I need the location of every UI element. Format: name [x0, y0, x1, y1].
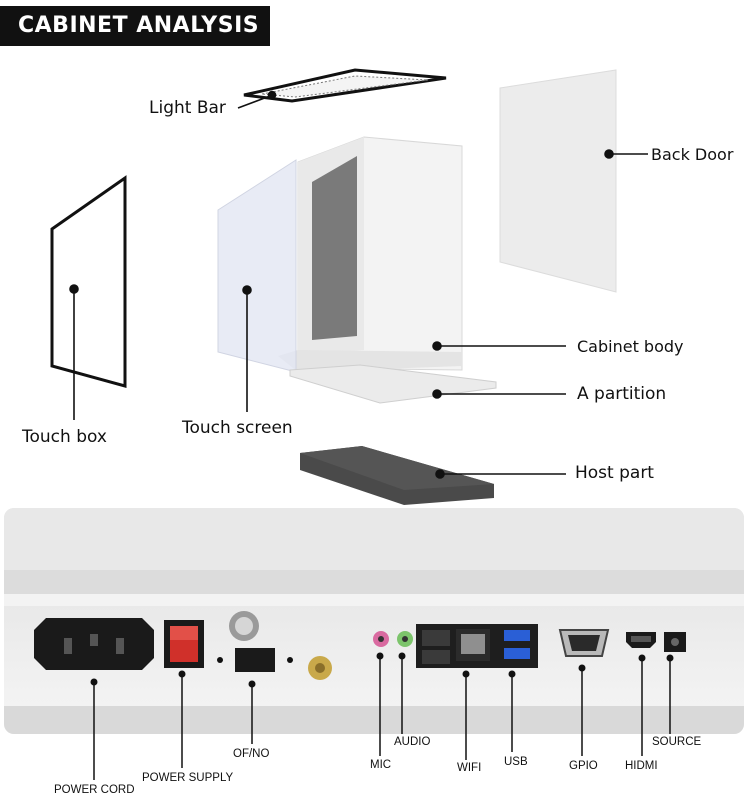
hdmi-port-icon [626, 632, 656, 648]
cabinet-body-shape [278, 136, 463, 372]
touch-box-label: Touch box [22, 427, 107, 447]
light-bar-shape [243, 68, 447, 103]
leader-lines [69, 90, 648, 479]
power-cord-label: POWER CORD [54, 784, 135, 796]
audio-label: AUDIO [394, 736, 431, 748]
wifi-label: WIFI [457, 762, 482, 774]
power-supply-label: POWER SUPPLY [142, 772, 234, 784]
touch-box-shape [50, 175, 127, 388]
antenna-connector-icon [308, 656, 332, 680]
mic-jack-icon [373, 631, 389, 647]
page-title: CABINET ANALYSIS [0, 6, 270, 46]
partition-shape [289, 364, 497, 404]
light-bar-label: Light Bar [149, 98, 226, 118]
touch-screen-shape [217, 159, 297, 373]
io-panel-photo [4, 508, 744, 734]
gpio-label: GPIO [569, 760, 598, 772]
of-no-label: OF/NO [233, 748, 270, 760]
mic-label: MIC [370, 759, 392, 771]
touch-screen-label: Touch screen [182, 418, 293, 438]
lan-usb-block-icon [416, 624, 538, 668]
back-door-shape [499, 69, 617, 293]
exploded-view-diagram [50, 68, 648, 505]
power-button-icon [229, 611, 275, 672]
back-door-label: Back Door [651, 145, 734, 164]
audio-jack-icon [397, 631, 413, 647]
partition-label: A partition [577, 384, 667, 404]
host-part-label: Host part [575, 463, 654, 483]
power-cord-socket-icon [34, 618, 154, 670]
power-switch-icon [164, 620, 204, 668]
cabinet-body-label: Cabinet body [577, 337, 684, 356]
source-label: SOURCE [652, 736, 702, 748]
hidmi-label: HIDMI [625, 760, 658, 772]
usb-label: USB [504, 756, 528, 768]
host-part-shape [300, 446, 494, 505]
source-port-icon [664, 632, 686, 652]
gpio-port-icon [558, 629, 610, 657]
